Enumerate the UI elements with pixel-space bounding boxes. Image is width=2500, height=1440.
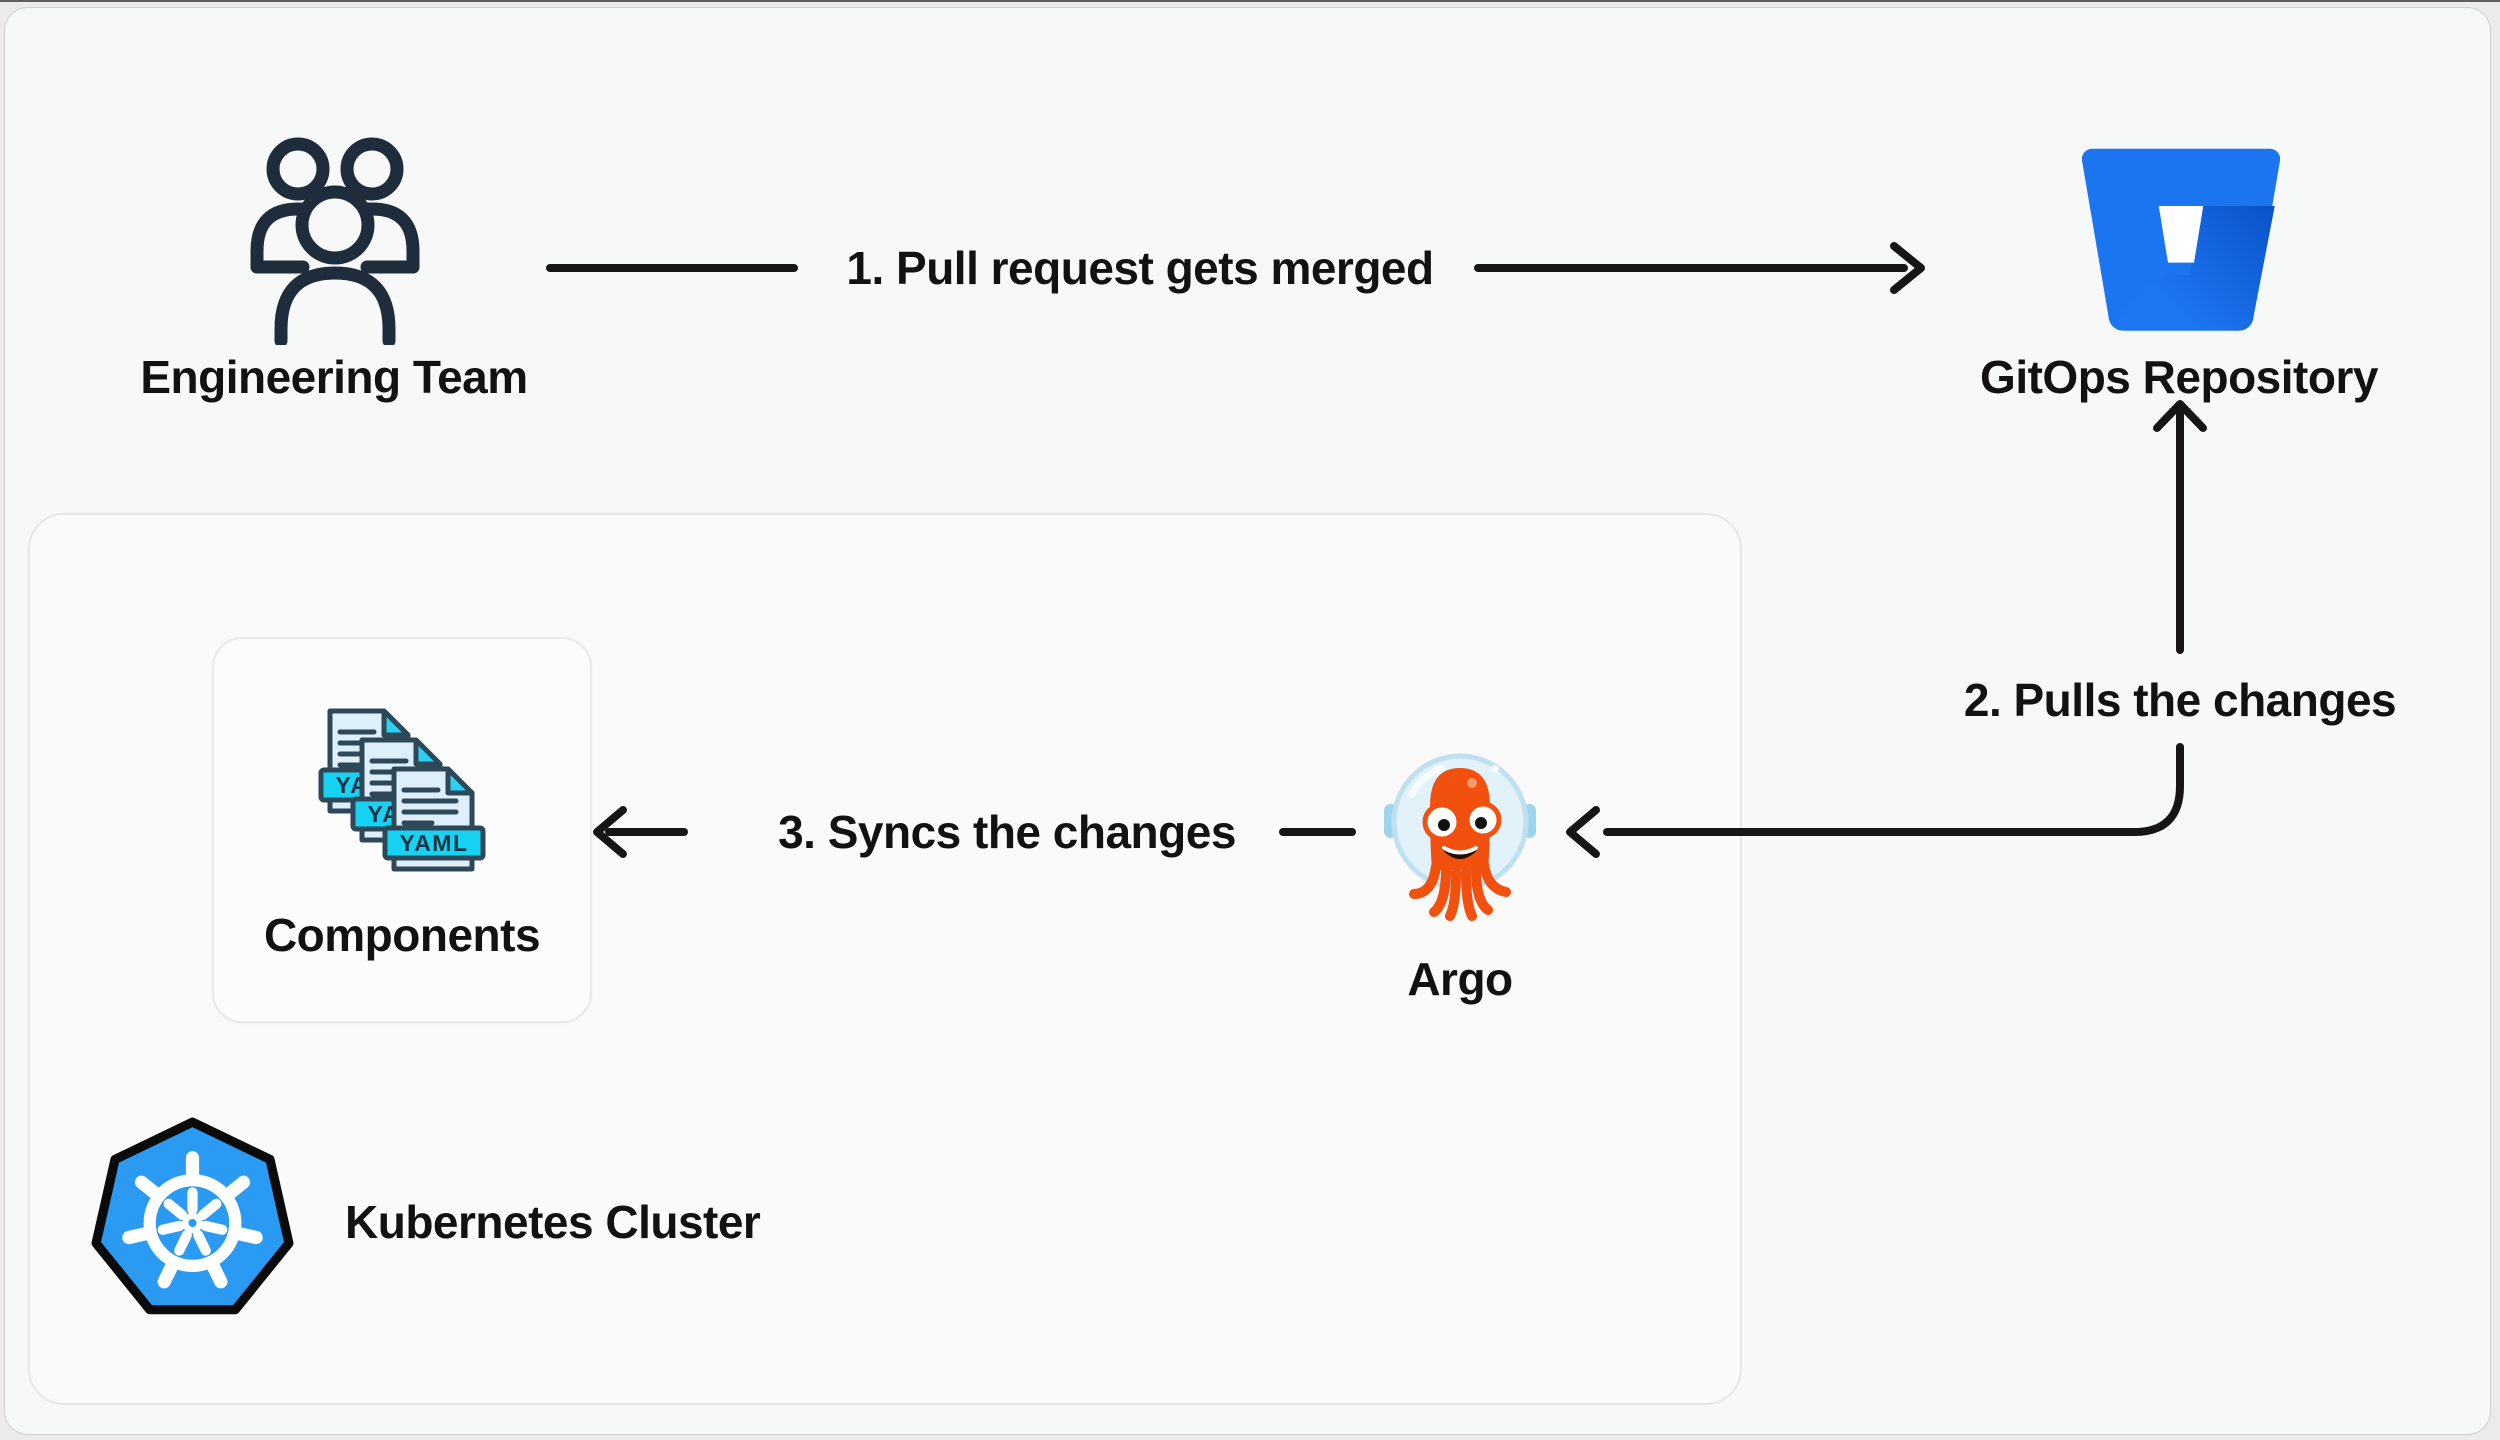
window-top-edge [0,0,2500,2]
components-label: Components [263,909,541,961]
kubernetes-icon [91,1117,294,1315]
yaml-files-icon: YAML YAML YAML [318,704,508,894]
edge2-label: 2. Pulls the changes [1963,674,2397,726]
argo-octopus-icon [1384,753,1536,921]
argo-label: Argo [1407,953,1513,1005]
gitops-repository-label: GitOps Repository [1980,351,2378,403]
kubernetes-cluster-label: Kubernetes Cluster [345,1196,761,1248]
edge3-label: 3. Syncs the changes [778,806,1236,858]
yaml-badge: YAML [399,830,468,856]
bitbucket-icon [2082,148,2280,331]
engineering-team-label: Engineering Team [140,351,528,403]
edge1-label: 1. Pull request gets merged [846,242,1434,294]
team-icon [250,137,420,345]
